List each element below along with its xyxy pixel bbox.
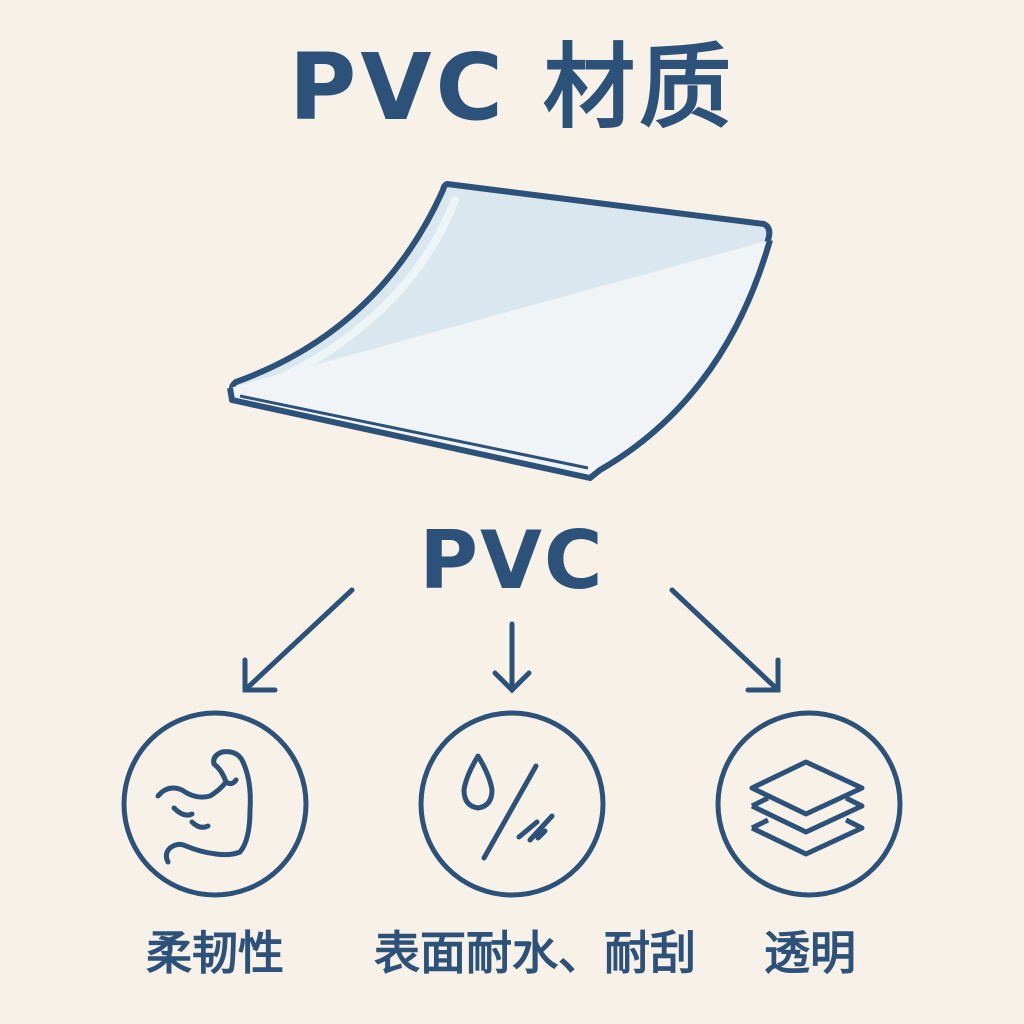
feature-label-water-scratch: 表面耐水、耐刮 — [374, 926, 696, 980]
page-title: PVC 材质 — [288, 34, 736, 141]
pvc-sheet-illustration — [227, 181, 773, 481]
arrow-left — [242, 587, 355, 693]
feature-circle-flexibility — [121, 710, 309, 898]
pvc-sheet-edge — [227, 239, 773, 481]
feature-circle-transparent — [715, 710, 903, 898]
pvc-sheet-edge-line — [239, 394, 589, 470]
arrow-down — [492, 621, 532, 694]
feature-circle-water-scratch — [418, 710, 606, 898]
water-drop-scratch-icon — [461, 753, 555, 861]
material-label: PVC — [419, 514, 605, 607]
arrows — [242, 587, 781, 694]
feature-label-transparent: 透明 — [764, 926, 856, 980]
arrow-right — [669, 587, 781, 693]
feature-label-flexibility: 柔韧性 — [146, 926, 284, 980]
stacked-layers-icon — [749, 759, 865, 857]
flexed-arm-icon — [155, 749, 253, 865]
